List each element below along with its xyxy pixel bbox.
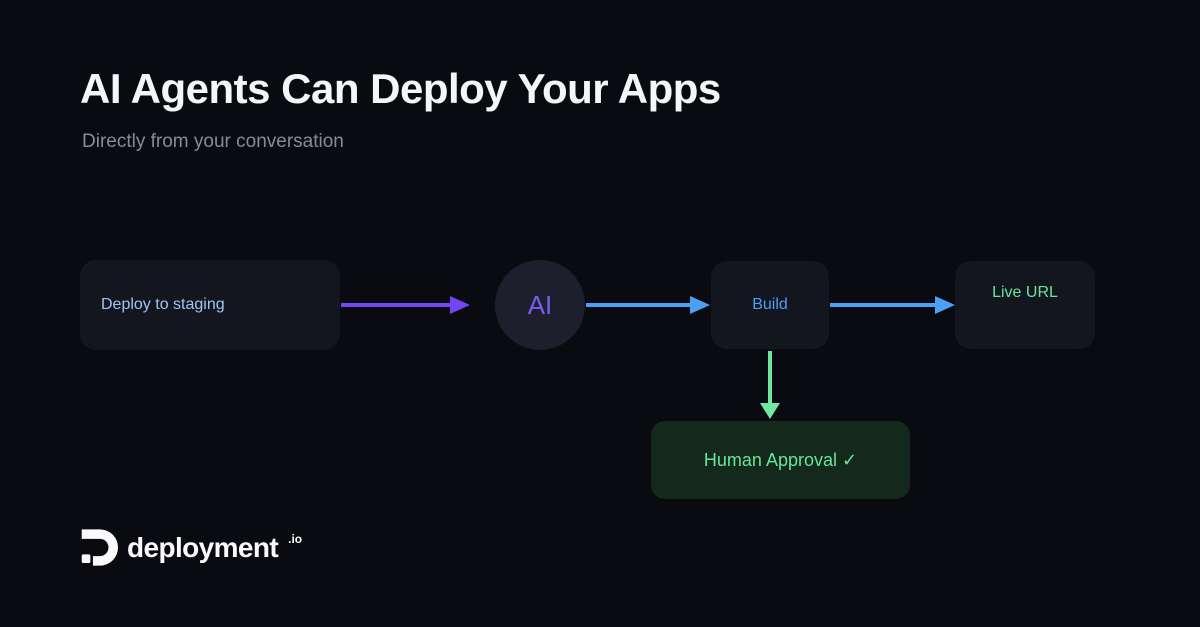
live-url-node-label: Live URL [992, 284, 1058, 301]
flow-node-live-url: Live URL [955, 261, 1095, 349]
brand-tld-suffix: .io [288, 531, 303, 546]
brand-wordmark: deployment [127, 531, 279, 563]
arrow-shaft [341, 303, 450, 307]
build-node-label: Build [752, 296, 788, 313]
flow-node-human-approval: Human Approval ✓ [651, 421, 910, 499]
ai-node-label: AI [527, 290, 553, 320]
arrowhead-right-icon [935, 296, 955, 314]
brand-logo: deployment .io [80, 527, 302, 568]
arrowhead-down-icon [760, 403, 780, 419]
flow-node-build: Build [711, 261, 829, 349]
deploy-node-label: Deploy to staging [101, 296, 225, 313]
arrowhead-right-icon [690, 296, 710, 314]
arrow-build-to-human-approval [760, 351, 780, 419]
deployment-logo-icon [81, 529, 118, 566]
page-title: AI Agents Can Deploy Your Apps [80, 65, 721, 112]
arrow-ai-to-build [586, 295, 710, 315]
human-approval-node-label: Human Approval ✓ [703, 450, 858, 470]
arrow-shaft [768, 351, 772, 403]
flow-node-ai: AI [495, 260, 585, 350]
flow-node-deploy-to-staging: Deploy to staging [80, 260, 340, 350]
arrowhead-right-icon [450, 296, 470, 314]
arrow-shaft [830, 303, 935, 307]
page-subtitle: Directly from your conversation [82, 131, 344, 152]
arrow-shaft [586, 303, 690, 307]
arrow-build-to-live-url [830, 295, 955, 315]
arrow-deploy-to-ai [341, 295, 470, 315]
